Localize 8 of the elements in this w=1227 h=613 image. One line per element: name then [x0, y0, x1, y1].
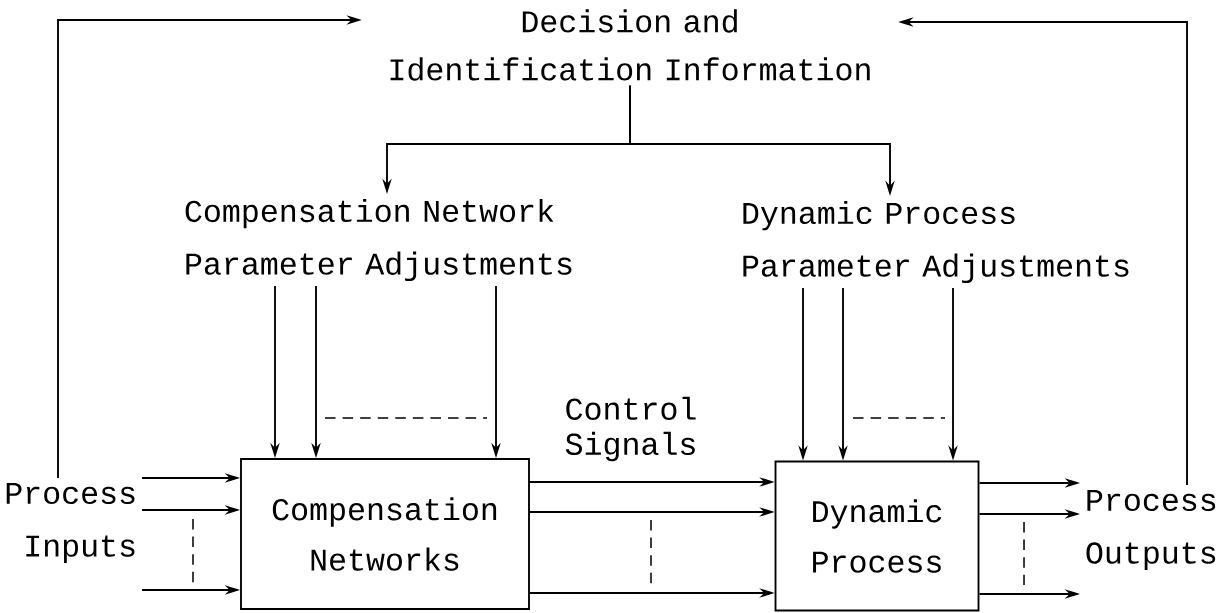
signal-label: Control Signals [565, 396, 696, 462]
signal-label: Process Outputs [1086, 489, 1216, 571]
signal-label: Dynamic Process Parameter Adjustments [743, 200, 1129, 284]
signal-label: Compensation Network Parameter Adjustments [185, 198, 572, 282]
process-box: Dynamic Process [774, 460, 980, 612]
signal-label: Decision and Identification Information [390, 9, 870, 81]
signal-label: Process Inputs [6, 482, 135, 564]
process-box: Compensation Networks [240, 458, 530, 610]
